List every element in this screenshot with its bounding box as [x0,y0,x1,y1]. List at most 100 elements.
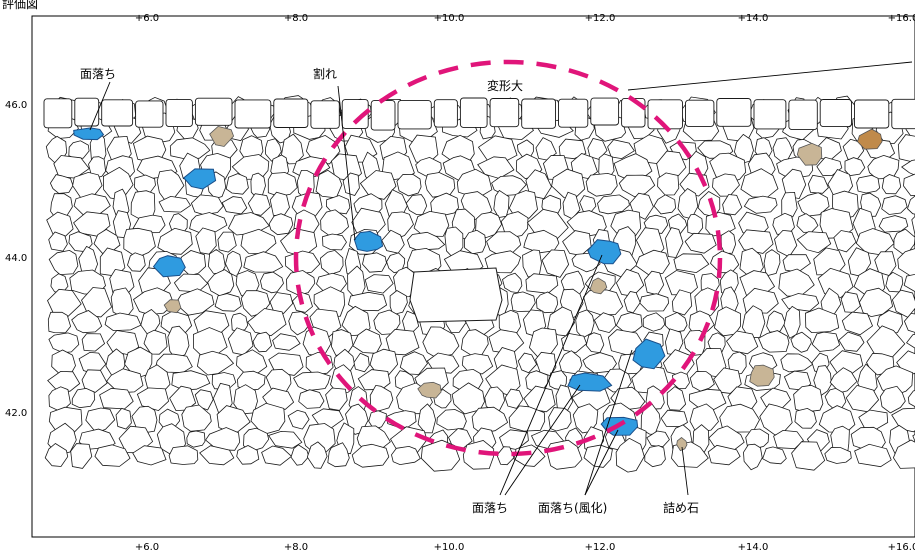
deformation-zone-outline [293,59,723,457]
wall-stone [186,430,206,448]
filler-stone [796,142,823,166]
wall-stone [174,288,215,316]
cap-stone [310,100,340,129]
wall-stone [657,172,680,196]
wall-stone [635,249,670,276]
wall-stone [269,292,294,314]
wall-stone [838,331,865,352]
wall-stone [353,352,370,373]
wall-stone [816,156,843,177]
wall-stone [259,271,284,294]
wall-stone [362,252,387,273]
wall-stone [671,289,693,316]
wall-stone [181,404,212,432]
wall-stone [475,211,503,239]
wall-stone [302,326,332,357]
wall-stone [70,443,93,469]
wall-stone [758,330,790,353]
wall-stone [547,306,575,337]
cap-stone [558,98,589,128]
wall-stone [901,159,915,176]
cap-stone [135,100,164,128]
wall-stone [664,311,688,333]
wall-stone [666,386,687,411]
wall-stone [47,370,81,392]
wall-stone [881,174,902,195]
wall-stone [48,249,79,276]
wall-stone [364,274,394,294]
cap-stone [489,98,520,128]
wall-stone [127,252,146,272]
wall-stone [298,389,325,409]
wall-stone [247,193,271,216]
wall-stone [791,441,826,471]
filler-stone [857,128,883,150]
wall-stone [773,429,804,450]
wall-stone [368,410,387,430]
wall-stone [131,405,158,434]
wall-stone [607,139,635,160]
wall-stone [406,231,446,251]
wall-stone [342,172,360,196]
wall-stone [644,445,666,468]
wall-stone [272,333,301,351]
figure-title: 評価図 [2,0,38,11]
filler-stone [676,436,688,452]
wall-stone [903,173,915,197]
wall-stone [247,308,287,337]
wall-stone [725,330,759,355]
wall-stone [878,215,909,233]
cap-stone [459,97,488,128]
wall-stone [287,409,310,430]
wall-stone [325,387,348,411]
wall-stone [243,251,284,273]
wall-stone [391,445,421,466]
cap-stone [716,98,752,127]
cap-stone [397,100,432,130]
wall-stone [833,230,857,253]
cap-stone [194,97,233,126]
wall-stone [236,445,260,465]
wall-stone [523,229,560,254]
wall-stone [143,329,168,355]
wall-stone [493,189,510,218]
wall-stone [646,430,670,448]
wall-stone [123,227,156,258]
wall-stone [796,231,832,254]
wall-stone [642,312,666,332]
wall-stone [582,352,617,374]
wall-stone [558,350,583,375]
wall-stone [385,328,420,356]
wall-stone [508,405,546,432]
wall-stone [797,192,830,217]
wall-stone [623,291,641,314]
filler-stone [163,299,182,314]
left-axis: 46.0 44.0 42.0 [5,100,27,419]
wall-stone [44,443,69,467]
wall-stone [684,232,717,254]
wall-stone [790,331,812,353]
wall-stone [290,444,310,466]
wall-stone [94,444,131,467]
bottom-tick-label: +16.0 [888,542,915,553]
wall-stone [741,305,766,339]
wall-stone [267,430,303,449]
wall-stone [743,195,778,214]
wall-stone [892,439,915,469]
wall-stone [484,250,522,274]
wall-stone [280,133,304,165]
wall-stone [575,309,595,339]
filler-stone [749,364,775,387]
wall-stone [48,231,68,252]
leader-lines [89,61,913,496]
filler-stone [589,277,608,295]
wall-stone [268,213,294,236]
cap-stone [341,99,369,129]
wall-stone [891,407,915,433]
wall-stone [722,194,743,216]
wall-stone [763,249,781,277]
wall-stone [879,385,906,414]
wall-stone [389,290,408,316]
wall-stone [548,407,572,432]
